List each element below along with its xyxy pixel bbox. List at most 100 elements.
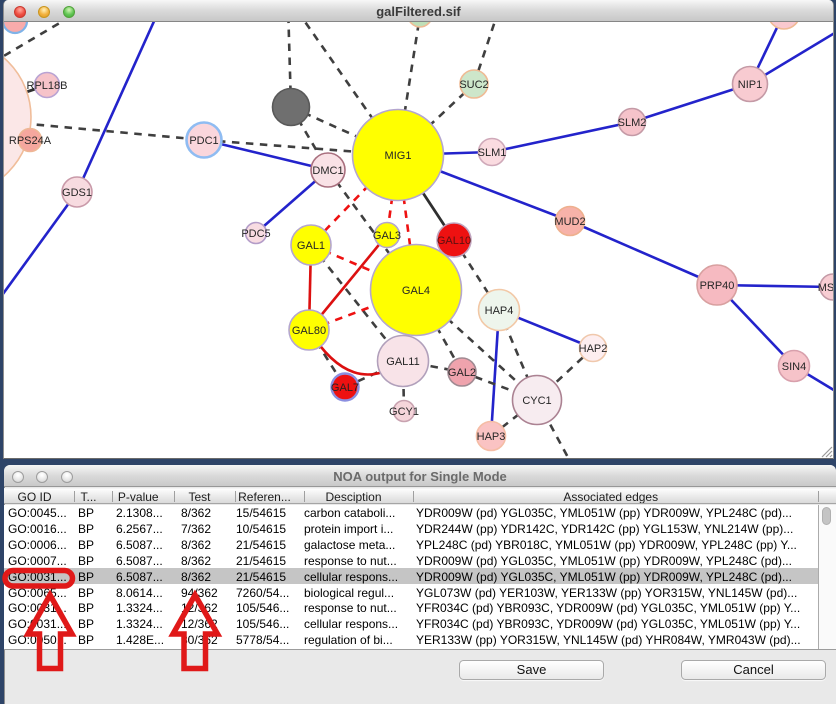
column-header-pvalue[interactable]: P-value <box>117 490 159 503</box>
node-GAL2[interactable] <box>447 357 477 387</box>
edge-GDS1-offscreen[interactable] <box>75 22 160 193</box>
cell: 10/54615 <box>236 521 287 536</box>
cell: GO:0045... <box>8 506 67 520</box>
node-big-left[interactable] <box>4 39 32 195</box>
node-GAL7[interactable] <box>330 372 360 402</box>
save-button[interactable]: Save <box>459 659 604 680</box>
graph-window-title: galFiltered.sif <box>376 4 461 19</box>
node-GAL3[interactable] <box>373 221 401 249</box>
node-GAL80[interactable] <box>288 309 330 351</box>
edge-PDC1-MIG1[interactable] <box>203 138 399 157</box>
column-header-desciption[interactable]: Desciption <box>325 490 382 503</box>
cell: 1.3324... <box>116 617 163 632</box>
noa-window-titlebar[interactable]: NOA output for Single Mode <box>4 465 836 487</box>
node-CYC1[interactable] <box>511 374 563 426</box>
cell: 1.3324... <box>116 601 163 616</box>
cell: YDR244W (pp) YDR142C, YDR142C (pp) YGL15… <box>416 521 794 536</box>
node-NIP1[interactable] <box>731 65 769 103</box>
node-RPL18B[interactable] <box>33 71 61 99</box>
node-GAL1[interactable] <box>290 224 332 266</box>
minimize-button-icon-inactive[interactable] <box>36 471 49 483</box>
edge-SLM1-SLM2[interactable] <box>491 120 633 154</box>
cell: 8/362 <box>181 569 212 584</box>
node-HAP3[interactable] <box>475 420 507 452</box>
edge-GAL11-GAL2[interactable] <box>402 359 463 374</box>
node-MIG1[interactable] <box>351 108 445 202</box>
node-MUD2[interactable] <box>554 205 586 237</box>
resize-grip-icon[interactable] <box>821 446 833 458</box>
node-SLM1[interactable] <box>477 137 507 167</box>
table-scrollbar-track[interactable] <box>818 504 836 649</box>
node-label-SIN4: SIN4 <box>782 361 806 373</box>
cell: 21/54615 <box>236 537 287 552</box>
cell: GO:0016... <box>8 521 67 536</box>
edge-offscreen-offscreen[interactable] <box>4 22 85 70</box>
column-header-t[interactable]: T... <box>80 490 97 503</box>
edge-MUD2-PRP40[interactable] <box>569 219 718 287</box>
zoom-button-icon-inactive[interactable] <box>60 471 73 483</box>
cell: 12/362 <box>181 601 218 616</box>
node-GAL10[interactable] <box>436 222 472 258</box>
table-header: GO ID T... P-value Test Referen... Desciption… <box>4 488 836 504</box>
node-MSN5[interactable] <box>819 273 833 301</box>
node-GAL4[interactable] <box>369 243 463 337</box>
node-PRP40[interactable] <box>696 264 738 306</box>
edge-MIG1-green-sliver[interactable] <box>396 22 421 156</box>
minimize-button-icon[interactable] <box>38 5 51 18</box>
close-button-icon[interactable] <box>14 5 26 18</box>
cell: 2.1308... <box>116 506 163 520</box>
cell: galactose meta... <box>304 537 396 552</box>
edge-GAL1-GAL11[interactable] <box>309 244 405 362</box>
node-GAL11[interactable] <box>376 334 430 388</box>
node-PDC1[interactable] <box>185 121 223 159</box>
close-button-icon-inactive[interactable] <box>12 471 24 483</box>
node-DMC1[interactable] <box>310 152 346 188</box>
node-PDC5[interactable] <box>244 221 268 245</box>
graph-window-titlebar[interactable]: galFiltered.sif <box>4 0 833 22</box>
node-label-GAL3: GAL3 <box>373 230 401 242</box>
node-corner-topleft[interactable] <box>4 22 29 35</box>
column-header-goid[interactable]: GO ID <box>17 490 52 503</box>
edge-SLM2-NIP1[interactable] <box>631 82 751 124</box>
cell: 7/362 <box>181 521 212 536</box>
node-GCY1[interactable] <box>392 399 416 423</box>
node-RPS24A[interactable] <box>17 127 43 153</box>
table-scrollbar-thumb[interactable] <box>822 506 831 525</box>
zoom-button-icon[interactable] <box>62 5 75 18</box>
edge-big-left-RPL18B[interactable] <box>4 83 48 117</box>
node-label-RPS24A: RPS24A <box>9 135 52 147</box>
node-GDS1[interactable] <box>61 176 93 208</box>
node-green-sliver[interactable] <box>408 22 432 28</box>
node-SIN4[interactable] <box>777 349 811 383</box>
node-SUC2[interactable] <box>459 69 489 99</box>
cell: GO:0007... <box>8 553 67 568</box>
node-pink-sliver[interactable] <box>768 22 800 30</box>
node-label-GAL11: GAL11 <box>386 356 419 368</box>
edge-gray-node-MIG1[interactable] <box>290 105 399 157</box>
node-SLM2[interactable] <box>617 107 647 137</box>
edge-PDC1-DMC1[interactable] <box>203 138 329 172</box>
node-HAP2[interactable] <box>578 333 608 363</box>
node-HAP4[interactable] <box>477 288 521 332</box>
column-header-associatededges[interactable]: Associated edges <box>563 490 659 503</box>
column-header-referen[interactable]: Referen... <box>238 490 291 503</box>
node-label-SLM2: SLM2 <box>618 117 647 129</box>
edge-big-left-PDC1[interactable] <box>4 117 205 142</box>
column-separator <box>303 491 305 502</box>
cancel-button[interactable]: Cancel <box>681 659 826 680</box>
edge-DMC1-GAL4[interactable] <box>326 169 418 291</box>
edge-GDS1-offscreen[interactable] <box>4 191 79 298</box>
column-header-test[interactable]: Test <box>188 490 211 503</box>
cell: BP <box>78 633 95 648</box>
node-gray-node[interactable] <box>271 87 311 127</box>
cell: 7260/54... <box>236 585 290 600</box>
